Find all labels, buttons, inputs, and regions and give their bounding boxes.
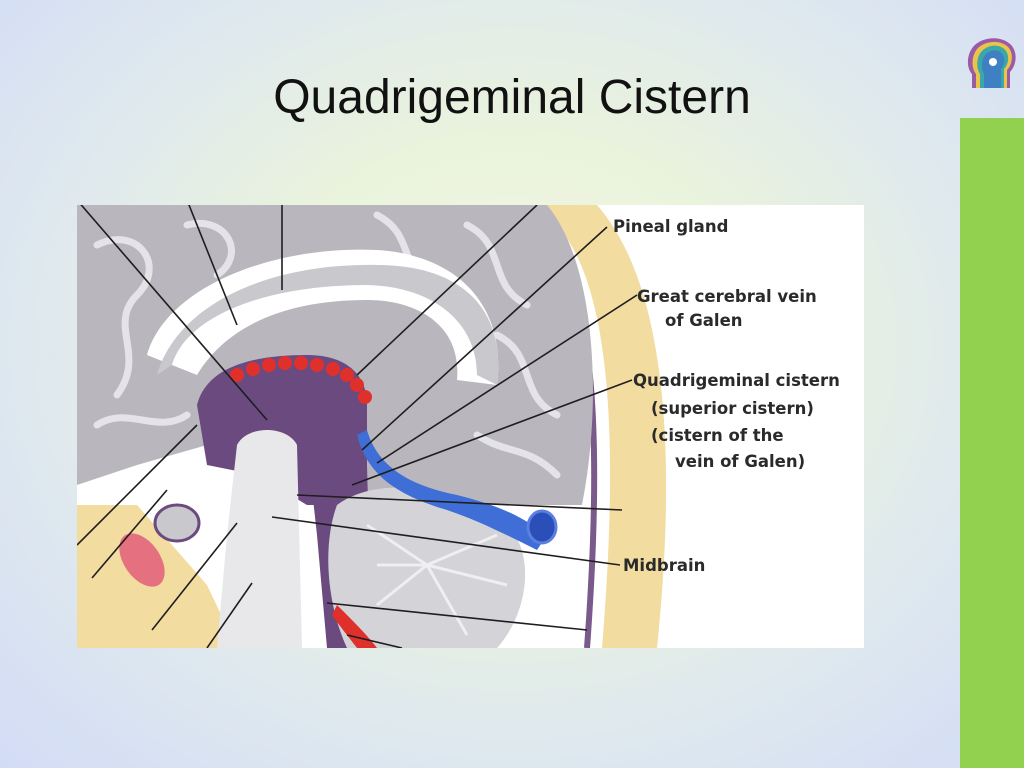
label-quadrigeminal-cistern-line1: Quadrigeminal cistern — [633, 371, 840, 390]
head-profile-logo-icon — [964, 32, 1020, 90]
label-great-cerebral-vein-line1: Great cerebral vein — [637, 287, 817, 306]
pituitary — [153, 503, 201, 543]
label-quadrigeminal-cistern-line4: vein of Galen) — [675, 452, 806, 471]
brain-illustration — [77, 205, 667, 648]
choroid-plexus — [230, 356, 372, 404]
label-pineal-gland: Pineal gland — [613, 217, 729, 236]
lower-choroid — [332, 605, 377, 648]
leader-lines — [77, 205, 638, 648]
label-midbrain: Midbrain — [623, 556, 706, 575]
vein-of-galen — [357, 430, 547, 550]
corpus-callosum — [157, 264, 499, 385]
brain-sagittal-diagram: Pineal gland Great cerebral vein of Gale… — [77, 205, 864, 648]
label-quadrigeminal-cistern-line3: (cistern of the — [651, 426, 784, 445]
skull-bone — [532, 205, 667, 648]
accent-bar — [960, 118, 1024, 768]
slide-title: Quadrigeminal Cistern — [273, 71, 751, 124]
brainstem — [217, 430, 302, 648]
sinus — [119, 533, 165, 587]
label-quadrigeminal-cistern-line2: (superior cistern) — [651, 399, 814, 418]
label-great-cerebral-vein-line2: of Galen — [665, 311, 743, 330]
